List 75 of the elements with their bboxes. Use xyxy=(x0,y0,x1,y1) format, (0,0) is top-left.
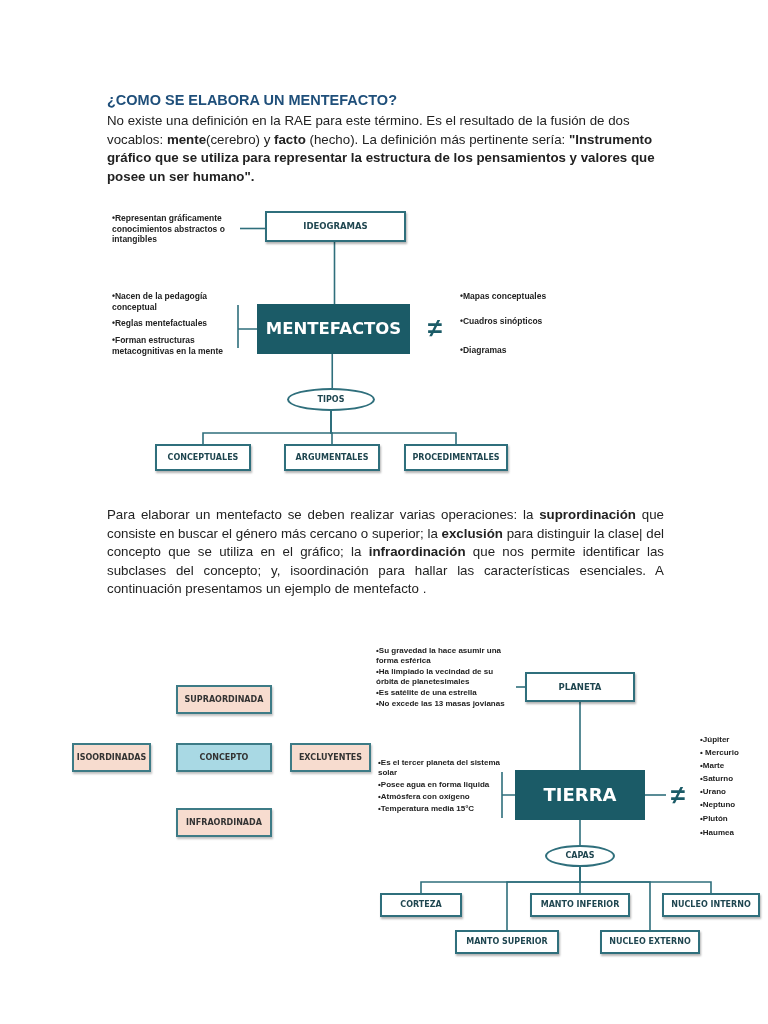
connector-line xyxy=(579,701,581,771)
box-label: SUPRAORDINADA xyxy=(184,694,264,705)
list-item: •Mapas conceptuales xyxy=(460,291,548,301)
ellipse-label: CAPAS xyxy=(565,851,595,861)
bullet-text: •Temperatura media 15°C xyxy=(378,804,476,814)
bullet-text: •Su gravedad la hace asumir una forma esférica xyxy=(376,646,503,666)
connector-line xyxy=(644,794,667,796)
bullet-text: •Forman estructuras metacognitivas en la mente xyxy=(112,334,224,357)
bullet-text: •Atmósfera con oxígeno xyxy=(378,792,471,802)
ellipse-label: TIPOS xyxy=(317,394,345,405)
connector-line xyxy=(515,686,526,688)
main-concept-box xyxy=(515,770,645,820)
box-label: CONCEPTO xyxy=(199,752,249,763)
concept-box xyxy=(404,444,508,471)
not-equal-sign: ≠ xyxy=(666,780,690,810)
concept-box xyxy=(530,893,630,917)
bullet-text: •No excede las 13 masas jovianas xyxy=(376,699,506,709)
bullet-text: •Nacen de la pedagogía conceptual xyxy=(112,291,209,313)
list-item: •Haumea xyxy=(700,828,735,837)
box-label: NUCLEO INTERNO xyxy=(671,900,751,910)
box-label: INFRAORDINADA xyxy=(186,817,262,828)
connector-line xyxy=(579,819,581,846)
concept-box xyxy=(380,893,462,917)
connector-line xyxy=(501,771,516,819)
concept-box xyxy=(176,685,272,714)
concept-box xyxy=(72,743,151,772)
box-label: IDEOGRAMAS xyxy=(303,221,368,232)
list-item: • Mercurio xyxy=(700,748,740,757)
list-item: •Cuadros sinópticos xyxy=(460,316,544,326)
box-label: EXCLUYENTES xyxy=(298,752,363,763)
paragraph: Para elaborar un mentefacto se deben realizar varias operaciones: la suprordinación que consiste en buscar el género más cercano o superior; la exclusión para distinguir la clase| del concepto que se utiliza en el gráfico; la infraordinación que nos permite identificar las subclases del concepto; y, isoordinación para hallar las características esenciales. A continuación presentamos un ejemplo de mentefacto . xyxy=(107,506,664,599)
bullet-text: •Es el tercer planeta del sistema solar xyxy=(378,758,500,778)
connector-line xyxy=(330,410,457,445)
box-label: MANTO SUPERIOR xyxy=(466,937,548,947)
connector-line xyxy=(331,353,334,389)
box-label: TIERRA xyxy=(543,783,617,807)
connector-line xyxy=(333,241,336,305)
box-label: PROCEDIMENTALES xyxy=(412,452,500,463)
bullet-text: •Ha limpiado la vecindad de su órbita de planetesimales xyxy=(376,667,495,687)
central-concept-box xyxy=(176,743,272,772)
connector-line xyxy=(239,227,266,230)
connector-line xyxy=(237,304,258,349)
box-label: ARGUMENTALES xyxy=(295,452,369,463)
box-label: CONCEPTUALES xyxy=(167,452,239,463)
box-label: MENTEFACTOS xyxy=(265,318,402,340)
list-item: •Urano xyxy=(700,787,727,796)
page-title: ¿COMO SE ELABORA UN MENTEFACTO? xyxy=(107,92,397,108)
bullet-text: •Es satélite de una estrella xyxy=(376,688,478,698)
concept-box xyxy=(455,930,559,954)
concept-box xyxy=(284,444,380,471)
list-item: •Marte xyxy=(700,761,726,770)
main-concept-box xyxy=(257,304,410,354)
concept-box xyxy=(600,930,700,954)
list-item: •Plutón xyxy=(700,814,729,823)
concept-box xyxy=(290,743,371,772)
box-label: MANTO INFERIOR xyxy=(540,900,620,910)
concept-box xyxy=(176,808,272,837)
list-item: •Diagramas xyxy=(460,345,508,355)
list-item: •Júpiter xyxy=(700,735,731,744)
bullet-text: •Representan gráficamente conocimientos abstractos o intangibles xyxy=(112,213,226,245)
bullet-text: •Posee agua en forma liquida xyxy=(378,780,491,790)
box-label: PLANETA xyxy=(558,681,602,693)
connector-line xyxy=(579,866,712,894)
box-label: CORTEZA xyxy=(400,900,442,910)
box-label: NUCLEO EXTERNO xyxy=(609,937,691,947)
concept-box xyxy=(155,444,251,471)
concept-box xyxy=(265,211,406,242)
concept-box xyxy=(525,672,635,702)
bullet-text: •Reglas mentefactuales xyxy=(112,318,209,329)
list-item: •Saturno xyxy=(700,774,735,783)
concept-box xyxy=(662,893,760,917)
list-item: •Neptuno xyxy=(700,800,737,809)
not-equal-sign: ≠ xyxy=(426,315,444,341)
box-label: ISOORDINADAS xyxy=(76,752,147,763)
paragraph: No existe una definición en la RAE para este término. Es el resultado de la fusión de dos vocablos: mente(cerebro) y facto (hecho). La definición más pertinente sería: "Instrumento gráfico que se utiliza para representar la estructura de los pensamientos y valores que posee un ser humano". xyxy=(107,112,656,186)
